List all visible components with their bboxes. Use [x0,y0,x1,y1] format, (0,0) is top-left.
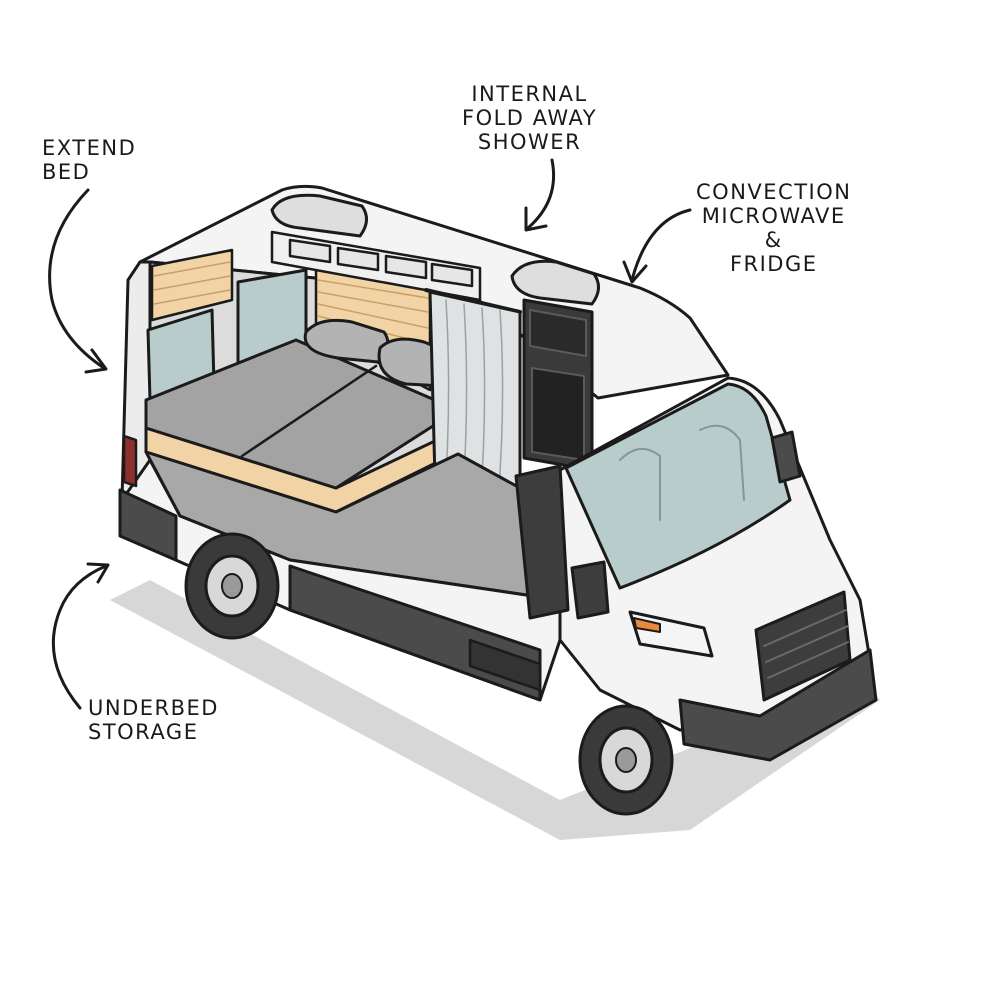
callout-extend-bed-line-1: Extend [42,136,137,160]
callout-microwave-line-1: Convection [696,180,852,204]
callout-extend-bed: Extend Bed [42,136,136,184]
callout-underbed-storage: Underbed Storage [88,696,219,744]
callout-extend-bed-line-2: Bed [42,160,91,184]
wood-panel-rear [150,248,234,322]
driver-mirror [570,560,610,620]
ground-shadow [110,580,880,840]
callout-microwave-line-4: Fridge [729,252,818,276]
tail-light [122,434,138,488]
arrow-extend-bed-head [84,348,108,374]
windshield [564,382,792,590]
arrow-storage-head [86,562,110,584]
callout-microwave-fridge: Convection Microwave & Fridge [696,180,851,276]
front-bumper [678,648,878,762]
callout-microwave-line-3: & [764,228,783,252]
callout-shower: Internal Fold away shower [462,82,597,154]
callout-arrows [48,158,692,710]
callout-storage-line-2: Storage [88,720,199,744]
roof-vent-rear [270,193,368,238]
arrow-shower-head [524,206,548,232]
front-wheel [578,704,674,816]
microwave [529,309,587,357]
indicator-light [633,617,661,633]
rear-wheel [184,532,280,640]
callout-microwave-line-2: Microwave [701,204,846,228]
arrow-microwave-head [622,260,648,284]
callout-shower-line-3: shower [477,130,582,154]
storage-drawer [468,638,542,692]
arrow-storage [51,564,108,710]
driver-seat [514,464,570,620]
callout-shower-line-2: Fold away [462,106,598,130]
arrow-shower [526,158,556,230]
roof-vent-front [510,259,600,306]
overhead-cabinets [270,230,482,302]
arrow-microwave [630,208,692,282]
callout-storage-line-1: Underbed [88,696,219,720]
arrow-extend-bed [48,188,106,370]
callout-shower-line-1: Internal [471,82,588,106]
mattress-seam [240,364,378,458]
grille-slats [763,609,849,679]
windshield-seats [619,424,745,521]
fridge-door [531,367,585,461]
bed-mattress [144,338,460,490]
side-mirror [770,430,802,484]
rear-bumper [118,488,178,562]
